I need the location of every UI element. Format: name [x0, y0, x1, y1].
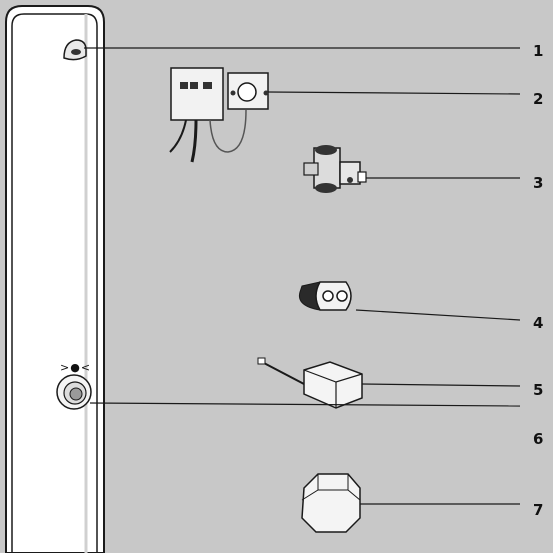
- callout-number-7: 7: [533, 502, 549, 518]
- leader-line-2: [268, 92, 520, 94]
- callout-number-6: 6: [533, 431, 549, 447]
- sensor-symbol-label: >●<: [60, 361, 91, 374]
- callout-number-2: 2: [533, 91, 549, 107]
- callout-number-5: 5: [533, 382, 549, 398]
- callout-number-1: 1: [533, 43, 549, 59]
- power-supply-icon: [258, 358, 362, 408]
- shower-panel: [6, 6, 104, 553]
- leader-lines: [84, 48, 520, 504]
- callout-number-4: 4: [533, 315, 549, 331]
- mixing-valve-icon: [304, 145, 366, 193]
- leader-line-5: [362, 384, 520, 386]
- callout-number-3: 3: [533, 175, 549, 191]
- leader-line-6: [90, 403, 520, 406]
- battery-icon: [299, 282, 351, 310]
- control-unit-icon: [170, 68, 269, 162]
- sensor-button-icon: [57, 375, 91, 409]
- leader-line-4: [356, 310, 520, 320]
- hex-nut-icon: [302, 474, 360, 532]
